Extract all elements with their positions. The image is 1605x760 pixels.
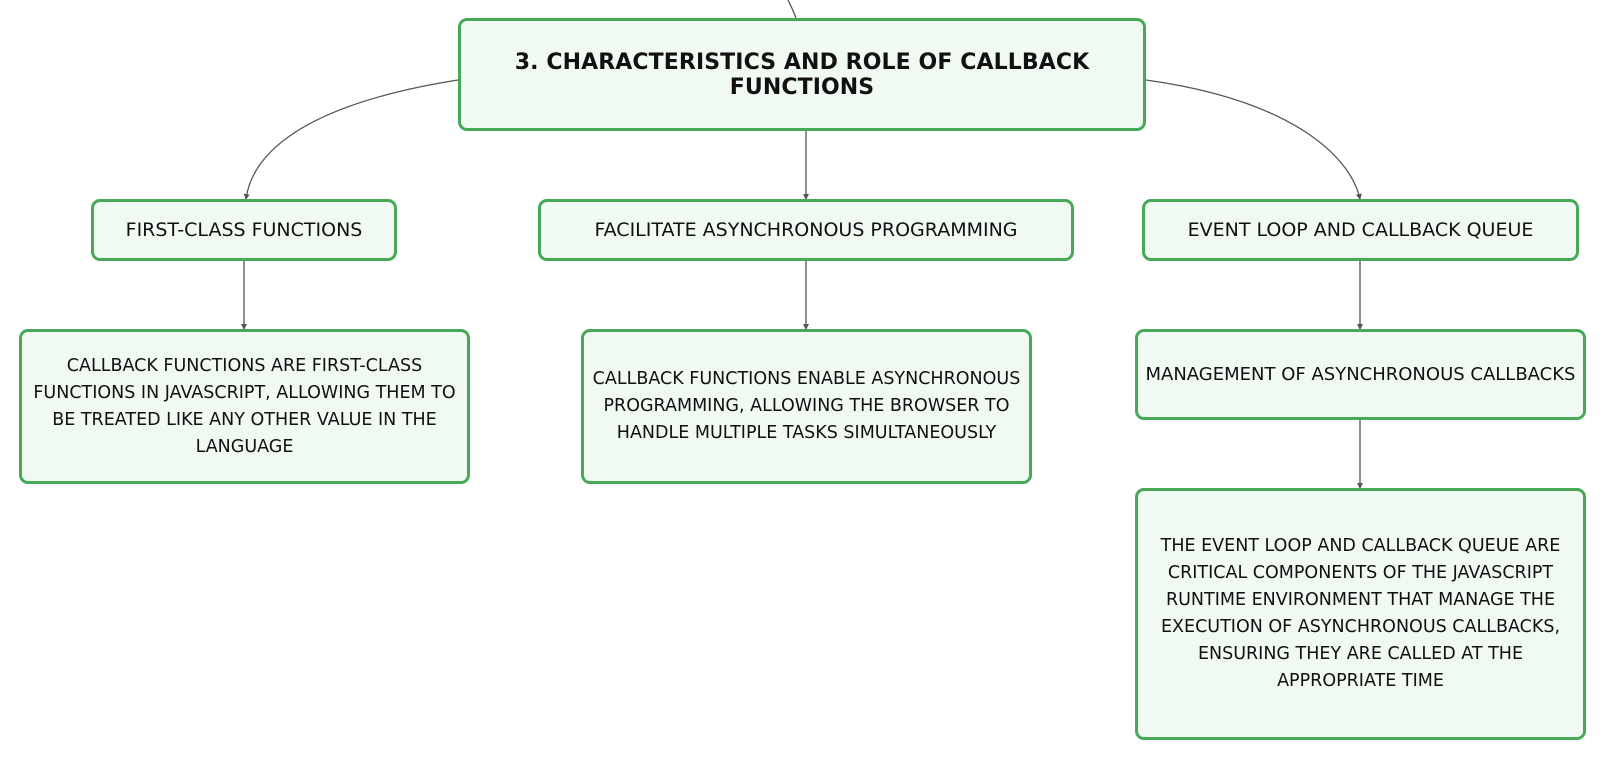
connector-root-to-event-loop <box>1145 79 1362 200</box>
connector-root-to-first-class <box>243 79 459 200</box>
subtopic-text: CALLBACK FUNCTIONS ARE FIRST-CLASS FUNCT… <box>33 355 456 457</box>
topic-label: FACILITATE ASYNCHRONOUS PROGRAMMING <box>594 219 1018 241</box>
topic-label: EVENT LOOP AND CALLBACK QUEUE <box>1187 219 1534 241</box>
topic-facilitate-asynchronous-programming[interactable]: FACILITATE ASYNCHRONOUS PROGRAMMING <box>538 199 1074 261</box>
subtopic-text: CALLBACK FUNCTIONS ENABLE ASYNCHRONOUS P… <box>592 369 1021 443</box>
subtopic-management-of-asynchronous-callbacks[interactable]: MANAGEMENT OF ASYNCHRONOUS CALLBACKS <box>1135 329 1586 420</box>
topic-label: FIRST-CLASS FUNCTIONS <box>125 219 363 241</box>
connector-incoming-to-root <box>787 0 797 19</box>
subtopic-text: THE EVENT LOOP AND CALLBACK QUEUE ARE CR… <box>1160 536 1561 691</box>
subtopic-event-loop-detail[interactable]: THE EVENT LOOP AND CALLBACK QUEUE ARE CR… <box>1135 488 1586 740</box>
subtopic-async-detail[interactable]: CALLBACK FUNCTIONS ENABLE ASYNCHRONOUS P… <box>581 329 1032 484</box>
root-topic-node[interactable]: 3. CHARACTERISTICS AND ROLE OF CALLBACK … <box>458 18 1146 131</box>
subtopic-text: MANAGEMENT OF ASYNCHRONOUS CALLBACKS <box>1145 364 1576 385</box>
topic-first-class-functions[interactable]: FIRST-CLASS FUNCTIONS <box>91 199 397 261</box>
subtopic-first-class-detail[interactable]: CALLBACK FUNCTIONS ARE FIRST-CLASS FUNCT… <box>19 329 470 484</box>
root-topic-label: 3. CHARACTERISTICS AND ROLE OF CALLBACK … <box>514 49 1090 100</box>
topic-event-loop-and-callback-queue[interactable]: EVENT LOOP AND CALLBACK QUEUE <box>1142 199 1579 261</box>
